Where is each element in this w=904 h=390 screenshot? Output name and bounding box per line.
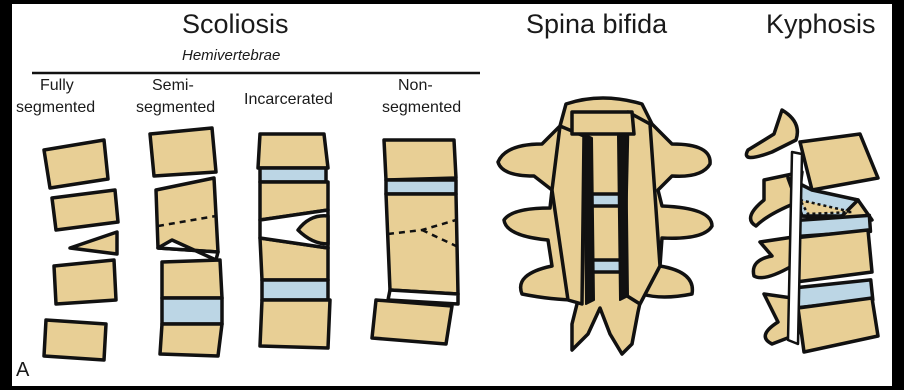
column-fully-segmented (44, 140, 118, 360)
vertebra (150, 128, 216, 176)
vertebra (372, 300, 452, 344)
midline-cleft (584, 134, 594, 304)
disc (260, 168, 326, 182)
column-incarcerated (258, 134, 330, 348)
column-semi-segmented (150, 128, 222, 356)
kyphosis-drawing (746, 110, 878, 352)
panel-letter: A (16, 360, 29, 381)
label-semi-line1: Semi- (152, 78, 194, 95)
label-incarcerated: Incarcerated (244, 92, 333, 109)
subtitle-hemivertebrae: Hemivertebrae (182, 48, 280, 64)
hemivertebra-wedge (70, 232, 117, 254)
label-fully-line2: segmented (16, 100, 95, 117)
vertebra (800, 134, 878, 190)
vertebra (260, 300, 330, 348)
illustration (12, 4, 892, 386)
vertebra (794, 230, 872, 282)
disc (386, 180, 456, 194)
title-spina-bifida: Spina bifida (526, 10, 667, 38)
title-scoliosis: Scoliosis (182, 10, 289, 38)
label-non-line1: Non- (398, 78, 433, 95)
disc (262, 280, 328, 300)
label-semi-line2: segmented (136, 100, 215, 117)
title-kyphosis: Kyphosis (766, 10, 876, 38)
vertebra (44, 140, 108, 188)
vertebra (44, 320, 106, 360)
midline-cleft (618, 134, 628, 300)
vertebra (258, 134, 328, 168)
vertebra (52, 190, 118, 230)
column-non-segmented (372, 140, 458, 344)
figure-panel: Scoliosis Hemivertebrae Spina bifida Kyp… (12, 4, 892, 386)
vertebra-fused-upper (156, 178, 218, 252)
label-fully-line1: Fully (40, 78, 74, 95)
vertebral-body-top (572, 112, 634, 134)
disc (162, 298, 222, 324)
vertebra (384, 140, 456, 180)
vertebra (160, 324, 222, 356)
spine-posterior-body (498, 98, 712, 354)
vertebra-fused (386, 194, 458, 294)
spina-bifida-drawing (498, 98, 712, 354)
vertebra (162, 260, 222, 298)
vertebra (798, 298, 878, 352)
label-non-line2: segmented (382, 100, 461, 117)
vertebra (54, 260, 116, 304)
